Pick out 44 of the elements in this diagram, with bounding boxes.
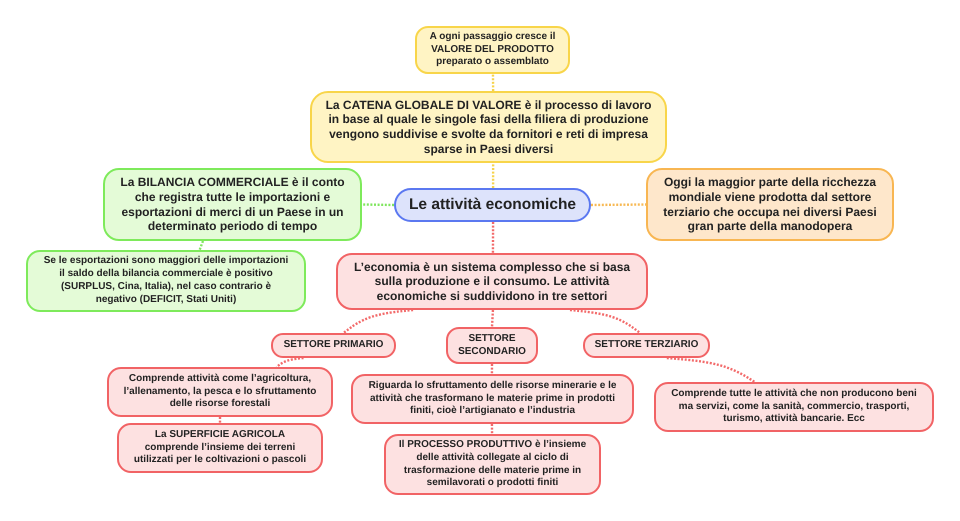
concept-box <box>310 91 667 163</box>
concept-text: La CATENA GLOBALE DI VALORE è il processo di lavoro in base al quale le singole fasi della filiera di produzione vengono suddivise e svolte da fornitori e reti di impresa sparse in Paesi diversi <box>324 98 652 156</box>
sector-box <box>271 333 396 358</box>
concept-text: Riguarda lo sfruttamento delle risorse minerarie e le attività che trasformano le materie prime in prodotti finiti, cioè l’artigianato e l’industria <box>368 380 618 418</box>
concept-text: La BILANCIA COMMERCIALE è il conto che registra tutte le importazioni e esportazioni di merci di un Paese in un determinato periodo di tempo <box>119 175 346 234</box>
dotted-connector <box>276 356 304 368</box>
sector-label: SETTORE TERZIARIO <box>594 339 698 352</box>
dotted-connector <box>590 203 646 206</box>
dotted-connector <box>492 163 494 188</box>
concept-box <box>107 367 333 417</box>
concept-box <box>415 26 570 74</box>
concept-text: Il PROCESSO PRODUTTIVO è l’insieme delle attività collegate al ciclo di trasformazione delle materie prime in semilavorati o prodotti finiti <box>398 438 588 490</box>
dotted-connector <box>490 424 494 434</box>
dotted-connector <box>492 74 494 92</box>
concept-text: Comprende tutte le attività che non producono beni ma servizi, come la sanità, commercio, trasporti, turismo, attività bancarie. Ecc <box>670 388 918 426</box>
concept-box <box>26 250 306 312</box>
sector-label: SETTORE SECONDARIO <box>457 332 527 358</box>
concept-text: Se le esportazioni sono maggiori delle importazioni il saldo della bilancia commerciale è positivo (SURPLUS, Cina, Italia), nel caso contrario è negativo (DEFICIT, Stati Uniti) <box>42 255 290 307</box>
dotted-connector <box>570 308 641 334</box>
dotted-connector <box>198 240 204 250</box>
concept-text: La SUPERFICIE AGRICOLA comprende l’insieme dei terreni utilizzati per le coltivazioni o pascoli <box>132 428 308 468</box>
central-topic-box <box>394 188 591 222</box>
concept-box <box>646 168 894 241</box>
dotted-connector <box>362 203 394 206</box>
topic-title: Le attività economiche <box>408 196 576 214</box>
dotted-connector <box>666 356 756 384</box>
dotted-connector <box>490 310 494 328</box>
concept-box <box>336 253 648 310</box>
concept-text: Oggi la maggior parte della ricchezza mondiale viene prodotta dal settore terziario che occupa nei diversi Paesi gran parte della manodopera <box>662 175 878 234</box>
concept-box <box>117 423 323 473</box>
dotted-connector <box>342 308 414 334</box>
sector-label: SETTORE PRIMARIO <box>284 339 384 352</box>
dotted-connector <box>492 222 494 253</box>
dotted-connector <box>218 417 222 423</box>
concept-text: A ogni passaggio cresce il VALORE DEL PRODOTTO preparato o assemblato <box>428 30 556 70</box>
concept-box <box>384 434 601 495</box>
dotted-connector <box>490 364 494 374</box>
concept-box <box>351 374 634 424</box>
sector-box <box>446 327 538 364</box>
sector-box <box>583 333 710 358</box>
concept-text: Comprende attività come l’agricoltura, l’allenamento, la pesca e lo sfruttamento delle risorse forestali <box>122 372 318 412</box>
concept-box <box>103 168 362 241</box>
concept-box <box>654 382 934 432</box>
concept-text: L’economia è un sistema complesso che si basa sulla produzione e il consumo. Le attività economiche si suddividono in tre settori <box>352 260 632 304</box>
